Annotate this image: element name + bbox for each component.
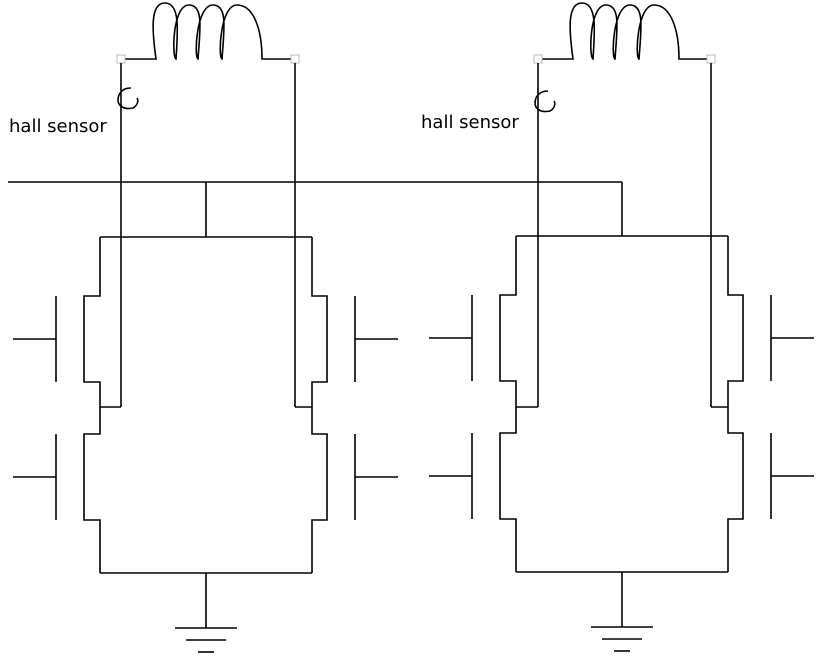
left-q3-channel bbox=[83, 407, 101, 573]
left-q1-channel bbox=[83, 237, 121, 408]
left-coil-terminal-a bbox=[116, 54, 126, 64]
right-q4-channel bbox=[727, 407, 744, 572]
left-q2-channel bbox=[295, 237, 328, 408]
left-hall-sensor-label: hall sensor bbox=[9, 116, 107, 137]
left-coil-terminal-b bbox=[290, 54, 300, 64]
right-coil-terminal-b bbox=[706, 54, 716, 64]
right-hall-sensor-label: hall sensor bbox=[421, 112, 519, 133]
right-q2-channel bbox=[711, 236, 744, 408]
right-ground-icon bbox=[591, 626, 653, 652]
right-q1-channel bbox=[499, 236, 538, 408]
right-bridge bbox=[429, 2, 814, 652]
left-ground-icon bbox=[175, 627, 237, 653]
right-coil-terminal-a bbox=[533, 54, 543, 64]
right-coil bbox=[538, 2, 711, 61]
left-coil bbox=[121, 2, 295, 61]
right-q3-channel bbox=[499, 407, 517, 572]
left-bridge bbox=[13, 2, 398, 653]
left-q4-channel bbox=[311, 407, 328, 573]
